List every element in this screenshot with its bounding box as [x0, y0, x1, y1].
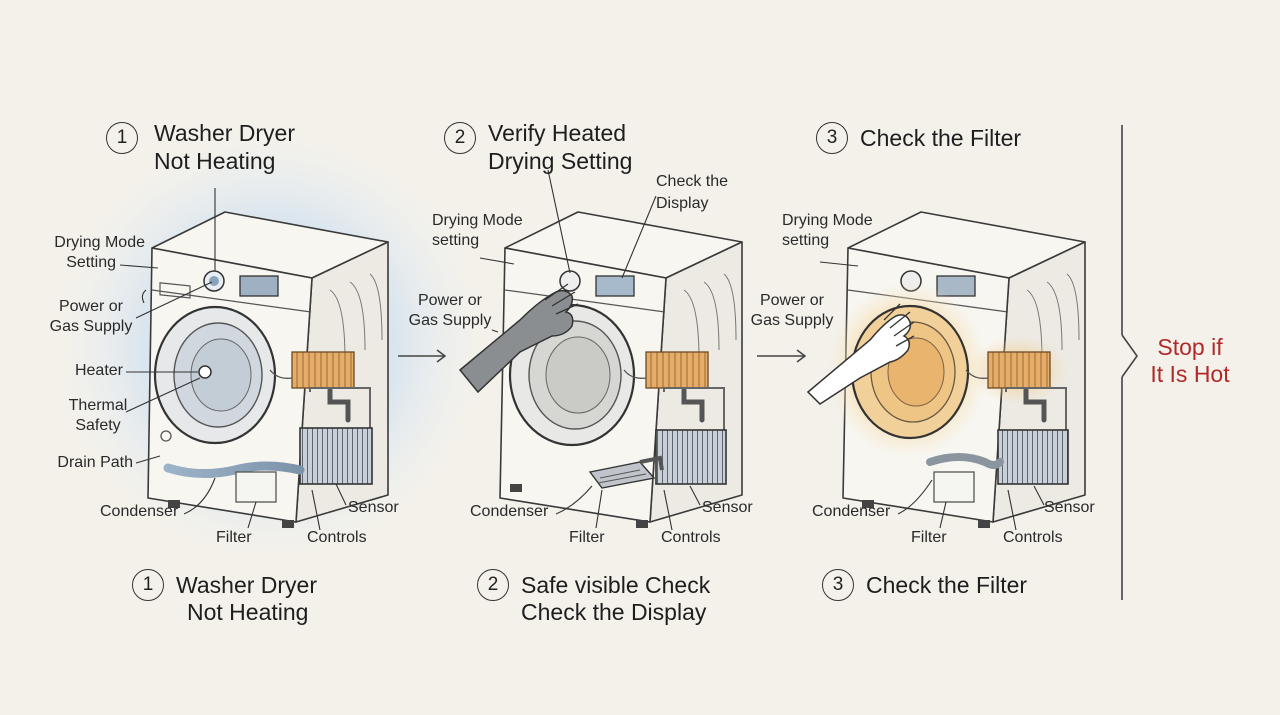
panel-2-title-line2: Drying Setting [488, 148, 633, 174]
panel-3-bottom-title: Check the Filter [866, 572, 1028, 598]
stop-bracket-icon [1121, 125, 1138, 600]
stop-warning-line2: It Is Hot [1150, 361, 1230, 387]
filter-box-icon [235, 471, 277, 503]
display-icon [239, 275, 279, 297]
panel-1-title-line1: Washer Dryer [154, 120, 295, 146]
arrow-2-icon [757, 349, 807, 363]
gloved-hand-icon [458, 289, 574, 394]
label-drying-mode-1a: Drying Mode [54, 234, 145, 251]
label-drain-1: Drain Path [57, 454, 133, 471]
display-icon [595, 275, 635, 297]
label-filter-1: Filter [216, 529, 252, 546]
label-power-3b: Gas Supply [750, 312, 834, 329]
step-2-bottom-badge: 2 [477, 569, 509, 601]
label-display-2a: Check the [656, 173, 729, 190]
heater-icon [291, 351, 355, 389]
condenser-icon [299, 427, 373, 485]
panel-1-artwork [60, 135, 480, 555]
label-drying-mode-1b: Setting [66, 254, 116, 271]
label-controls-3: Controls [1003, 529, 1063, 546]
label-display-2b: Display [656, 195, 709, 212]
label-sensor-1: Sensor [348, 499, 399, 516]
arrow-1-icon [398, 349, 447, 363]
label-power-3a: Power or [759, 292, 825, 309]
panel-1-bottom-line1: Washer Dryer [176, 572, 317, 598]
label-power-2a: Power or [417, 292, 483, 309]
stop-warning-line1: Stop if [1157, 334, 1223, 360]
label-controls-1: Controls [307, 529, 367, 546]
label-condenser-1: Condenser [100, 503, 179, 520]
label-heater-1: Heater [74, 362, 123, 379]
label-sensor-3: Sensor [1044, 499, 1095, 516]
panel-2-bottom-line1: Safe visible Check [521, 572, 711, 598]
label-power-1b: Gas Supply [49, 318, 133, 335]
hand-icon [806, 314, 912, 405]
heater-point-icon [198, 365, 212, 379]
step-1-bottom-badge: 1 [132, 569, 164, 601]
label-filter-2: Filter [569, 529, 605, 546]
panel-2-bottom-line2: Check the Display [521, 599, 707, 625]
step-1-badge: 1 [106, 122, 138, 154]
label-sensor-2: Sensor [702, 499, 753, 516]
panel-2-title-line1: Verify Heated [488, 120, 627, 146]
label-drying-mode-2b: setting [432, 232, 480, 249]
label-condenser-2: Condenser [470, 503, 549, 520]
panel-2-artwork [458, 169, 743, 531]
label-condenser-3: Condenser [812, 503, 891, 520]
label-power-2b: Gas Supply [408, 312, 492, 329]
label-drying-mode-3a: Drying Mode [782, 212, 873, 229]
label-thermal-1a: Thermal [68, 397, 128, 414]
label-drying-mode-3b: setting [782, 232, 830, 249]
panel-1-bottom-line2: Not Heating [187, 599, 309, 625]
step-3-bottom-badge: 3 [822, 569, 854, 601]
label-controls-2: Controls [661, 529, 721, 546]
label-thermal-1b: Safety [75, 417, 121, 434]
label-power-1a: Power or [58, 298, 124, 315]
panel-3-artwork [806, 211, 1086, 531]
label-drying-mode-2a: Drying Mode [432, 212, 523, 229]
label-filter-3: Filter [911, 529, 947, 546]
step-2-badge: 2 [444, 122, 476, 154]
panel-1-title-line2: Not Heating [154, 148, 276, 174]
step-3-badge: 3 [816, 122, 848, 154]
panel-3-title: Check the Filter [860, 125, 1022, 151]
drain-hose-icon [163, 461, 305, 479]
